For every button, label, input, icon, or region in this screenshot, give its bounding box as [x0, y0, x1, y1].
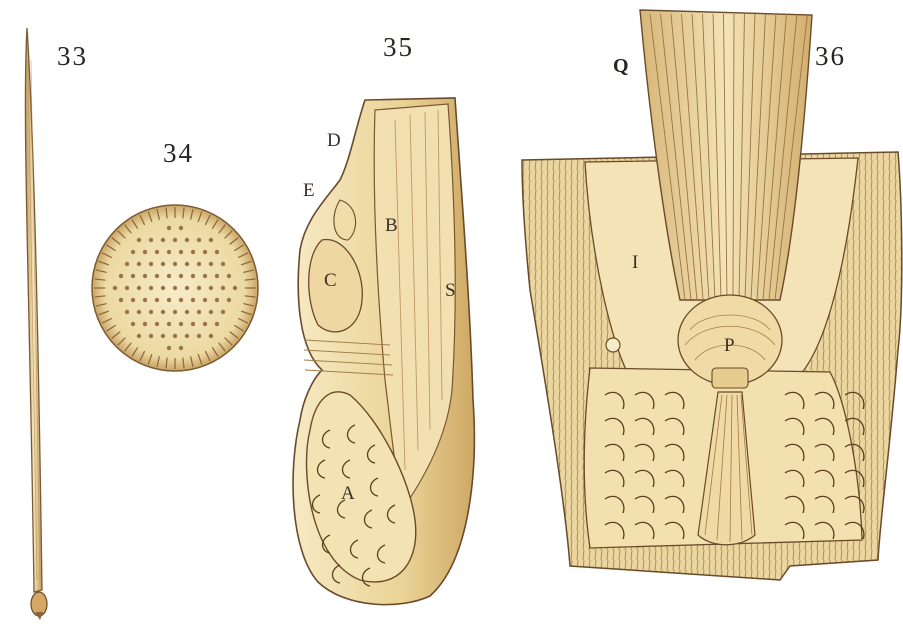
fig35-label-c: C [324, 270, 337, 292]
fig36-label-p: P [724, 335, 735, 357]
fig36-cross-section [522, 10, 902, 580]
fig36-number: 36 [815, 41, 846, 72]
fig35-label-e: E [303, 180, 315, 202]
fig34-number: 34 [163, 138, 194, 169]
fig35-label-a: A [341, 483, 355, 505]
fig36-label-q: Q [613, 55, 629, 78]
fig35-label-b: B [385, 215, 398, 237]
fig33-number: 33 [57, 41, 88, 72]
fig35-label-s: S [445, 280, 456, 302]
fig35-sectioned-organ [293, 98, 474, 605]
fig33-needle-spicule [25, 28, 47, 620]
fig35-number: 35 [383, 32, 414, 63]
fig35-label-d: D [327, 130, 341, 152]
fig34-pitted-disc [92, 205, 258, 371]
fig36-label-i: I [632, 252, 638, 274]
